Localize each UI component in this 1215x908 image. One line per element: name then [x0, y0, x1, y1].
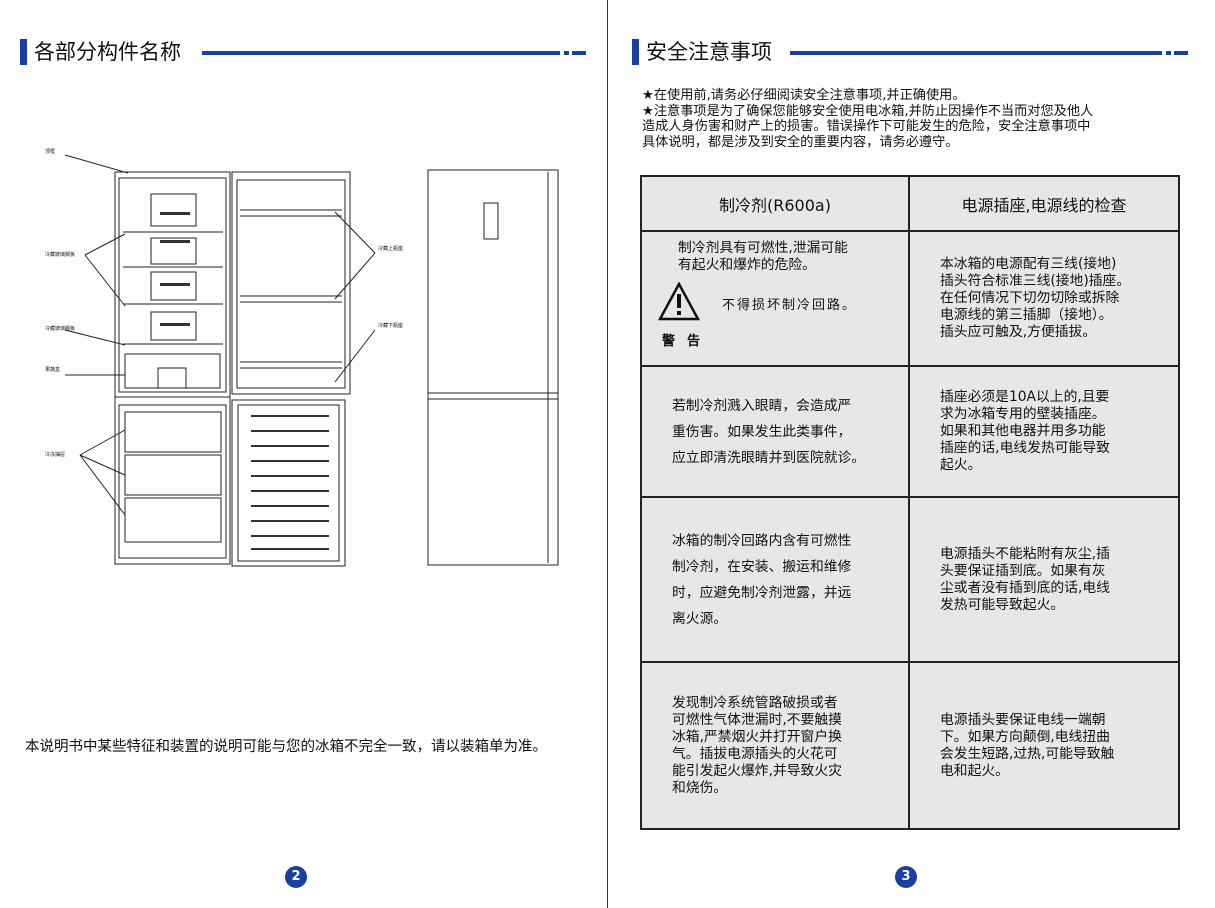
intro-line: 具体说明，都是涉及到安全的重要内容，请务必遵守。: [642, 134, 959, 150]
cell-text: 电源插头不能粘附有灰尘,插 头要保证插到底。如果有灰 尘或者没有插到底的话,电线…: [910, 546, 1178, 614]
cell-text: 若制冷剂溅入眼睛，会造成严 重伤害。如果发生此类事件， 应立即清洗眼睛并到医院就…: [642, 393, 908, 471]
table-row: 制冷剂具有可燃性,泄漏可能 有起火和爆炸的危险。 不得损坏制冷回路。 警告 本冰…: [640, 230, 1180, 367]
cell-line: 在任何情况下切勿切除或拆除: [940, 290, 1120, 306]
page-divider: [607, 0, 608, 908]
header-power: 电源插座,电源线的检查: [908, 175, 1180, 232]
table-row: 冰箱的制冷回路内含有可燃性 制冷剂，在安装、搬运和维修 时，应避免制冷剂泄露，并…: [640, 496, 1180, 663]
cell-line: 尘或者没有插到底的话,电线: [940, 579, 1110, 596]
warning-text: 不得损坏制冷回路。: [722, 298, 858, 313]
part-label-glass-shelf: 冷藏玻璃搁板: [45, 251, 75, 258]
part-label-glass-shelf-2: 冷藏玻璃搁板: [45, 325, 75, 332]
cell-line: 起火。: [940, 457, 982, 473]
cell-line: 重伤害。如果发生此类事件，: [672, 423, 852, 440]
cell-text: 发现制冷系统管路破损或者 可燃性气体泄漏时,不要触摸 冰箱,严禁烟火并打开窗户换…: [642, 695, 908, 797]
table-row: 若制冷剂溅入眼睛，会造成严 重伤害。如果发生此类事件， 应立即清洗眼睛并到医院就…: [640, 365, 1180, 498]
cell-line: 离火源。: [672, 610, 728, 627]
table-cell: 电源插头要保证电线一端朝 下。如果方向颠倒,电线扭曲 会发生短路,过热,可能导致…: [908, 661, 1180, 830]
cell-text: 电源插头要保证电线一端朝 下。如果方向颠倒,电线扭曲 会发生短路,过热,可能导致…: [910, 712, 1178, 780]
table-cell: 发现制冷系统管路破损或者 可燃性气体泄漏时,不要触摸 冰箱,严禁烟火并打开窗户换…: [640, 661, 910, 830]
cell-line: 头要保证插到底。如果有灰: [940, 562, 1106, 579]
cell-line: 应立即清洗眼睛并到医院就诊。: [672, 449, 866, 466]
cell-line: 制冷剂，在安装、搬运和维修: [672, 558, 852, 575]
cell-line: 发现制冷系统管路破损或者: [672, 694, 838, 711]
table-cell: 插座必须是10A以上的,且要 求为冰箱专用的壁装插座。 如果和其他电器并用多功能…: [908, 365, 1180, 498]
cell-line: 电源插头要保证电线一端朝: [940, 711, 1106, 728]
cell-line: 冰箱的制冷回路内含有可燃性: [672, 532, 852, 549]
cell-line: 插头符合标准三线(接地)插座。: [940, 273, 1131, 289]
safety-table: 制冷剂(R600a) 电源插座,电源线的检查 制冷剂具有可燃性,泄漏可能 有起火…: [640, 175, 1180, 830]
warning-triangle-icon: [658, 282, 700, 321]
safety-heading-title: 安全注意事项: [646, 40, 772, 64]
table-row: 发现制冷系统管路破损或者 可燃性气体泄漏时,不要触摸 冰箱,严禁烟火并打开窗户换…: [640, 661, 1180, 830]
cell-line: 时，应避免制冷剂泄露，并远: [672, 584, 852, 601]
fridge-diagram: 顶框 冷藏玻璃搁板 冷藏玻璃搁板 果蔬盒 冷冻抽屉 冷藏上瓶座 冷藏下瓶座: [45, 148, 559, 567]
heading-bar: [632, 39, 639, 65]
cell-line: 若制冷剂溅入眼睛，会造成严: [672, 397, 852, 414]
table-cell: 本冰箱的电源配有三线(接地) 插头符合标准三线(接地)插座。 在任何情况下切勿切…: [908, 230, 1180, 367]
page-number-left: 2: [285, 866, 307, 888]
page-number-right: 3: [895, 866, 917, 888]
intro-line: 造成人身伤害和财产上的损害。错误操作下可能发生的危险，安全注意事项中: [642, 119, 1091, 134]
table-cell: 制冷剂具有可燃性,泄漏可能 有起火和爆炸的危险。 不得损坏制冷回路。 警告: [640, 230, 910, 367]
intro-line: ★在使用前,请务必仔细阅读安全注意事项,并正确使用。: [642, 88, 966, 103]
disclaimer-note: 本说明书中某些特征和装置的说明可能与您的冰箱不完全一致，请以装箱单为准。: [25, 739, 547, 755]
parts-heading-title: 各部分构件名称: [34, 40, 181, 64]
heading-rule: [202, 51, 560, 55]
intro-line: ★注意事项是为了确保您能够安全使用电冰箱,并防止因操作不当而对您及他人: [642, 103, 1094, 119]
heading-rule-tail: [564, 51, 569, 55]
cell-text: 本冰箱的电源配有三线(接地) 插头符合标准三线(接地)插座。 在任何情况下切勿切…: [910, 256, 1178, 341]
warning-box: 不得损坏制冷回路。 警告: [642, 282, 908, 357]
cell-line: 有起火和爆炸的危险。: [678, 257, 816, 273]
part-label-freezer-drawer: 冷冻抽屉: [45, 451, 65, 458]
header-refrigerant: 制冷剂(R600a): [640, 175, 910, 232]
table-cell: 若制冷剂溅入眼睛，会造成严 重伤害。如果发生此类事件， 应立即清洗眼睛并到医院就…: [640, 365, 910, 498]
table-cell: 电源插头不能粘附有灰尘,插 头要保证插到底。如果有灰 尘或者没有插到底的话,电线…: [908, 496, 1180, 663]
cell-line: 制冷剂具有可燃性,泄漏可能: [678, 240, 848, 256]
part-label-top-frame: 顶框: [45, 148, 55, 155]
heading-bar: [20, 39, 27, 65]
part-label-upper-bottle-rack: 冷藏上瓶座: [378, 245, 403, 252]
parts-heading: 各部分构件名称: [20, 37, 586, 67]
cell-line: 电源线的第三插脚（接地）。: [940, 307, 1113, 323]
cell-line: 冰箱,严禁烟火并打开窗户换: [672, 728, 842, 745]
cell-line: 插座的话,电线发热可能导致: [940, 440, 1110, 456]
cell-line: 会发生短路,过热,可能导致触: [940, 745, 1115, 762]
heading-rule-tail: [1174, 51, 1188, 55]
cell-line: 发热可能导致起火。: [940, 596, 1065, 613]
cell-line: 电和起火。: [940, 762, 1009, 779]
safety-heading: 安全注意事项: [632, 37, 1194, 67]
cell-line: 本冰箱的电源配有三线(接地): [940, 256, 1117, 272]
part-label-lower-bottle-rack: 冷藏下瓶座: [378, 322, 403, 329]
cell-line: 插座必须是10A以上的,且要: [940, 389, 1110, 405]
cell-line: 可燃性气体泄漏时,不要触摸: [672, 711, 842, 728]
cell-line: 和烧伤。: [672, 779, 728, 796]
cell-line: 电源插头不能粘附有灰尘,插: [940, 545, 1110, 562]
cell-text: 插座必须是10A以上的,且要 求为冰箱专用的壁装插座。 如果和其他电器并用多功能…: [910, 389, 1178, 474]
cell-line: 如果和其他电器并用多功能: [940, 423, 1106, 439]
table-cell: 冰箱的制冷回路内含有可燃性 制冷剂，在安装、搬运和维修 时，应避免制冷剂泄露，并…: [640, 496, 910, 663]
warning-label: 警告: [662, 334, 713, 349]
cell-line: 求为冰箱专用的壁装插座。: [940, 406, 1106, 422]
cell-text: 冰箱的制冷回路内含有可燃性 制冷剂，在安装、搬运和维修 时，应避免制冷剂泄露，并…: [642, 528, 908, 632]
cell-line: 插头应可触及,方便插拔。: [940, 324, 1097, 340]
heading-rule-tail: [1166, 51, 1171, 55]
cell-line: 气。插拔电源插头的火花可: [672, 745, 838, 762]
cell-text: 制冷剂具有可燃性,泄漏可能 有起火和爆炸的危险。: [642, 240, 908, 274]
part-label-crisper: 果蔬盒: [45, 366, 60, 373]
safety-intro: ★在使用前,请务必仔细阅读安全注意事项,并正确使用。 ★注意事项是为了确保您能够…: [642, 88, 1182, 150]
cell-line: 下。如果方向颠倒,电线扭曲: [940, 728, 1110, 745]
heading-rule-tail: [572, 51, 586, 55]
cell-line: 能引发起火爆炸,并导致火灾: [672, 762, 842, 779]
heading-rule: [790, 51, 1162, 55]
